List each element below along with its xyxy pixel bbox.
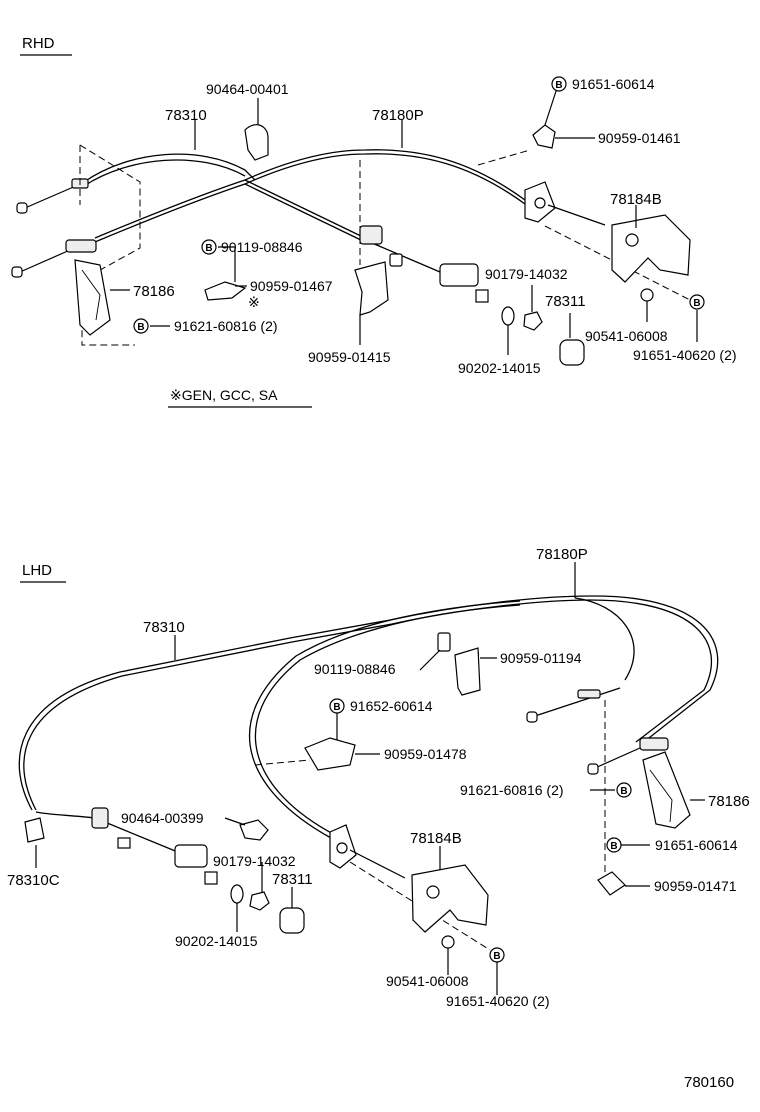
lhd-label-91621-60816: 91621-60816 (2)	[460, 782, 564, 798]
rhd-label-78184B: 78184B	[610, 191, 662, 208]
lhd-clip-90464-00399	[239, 819, 269, 841]
lhd-cable-to-equalizer	[35, 811, 96, 819]
rhd-label-90959-01461: 90959-01461	[598, 130, 681, 146]
drawing-number: 780160	[684, 1074, 734, 1091]
lhd-section: LHD	[7, 546, 750, 1009]
rhd-label-90959-01415: 90959-01415	[308, 349, 391, 365]
rhd-rear-cable-78180P	[244, 149, 526, 201]
svg-text:B: B	[610, 841, 617, 852]
lhd-bolt-90541-06008	[441, 935, 455, 949]
lhd-label-78184B: 78184B	[410, 830, 462, 847]
rhd-bolt-mark-91651-60614: B	[551, 76, 567, 92]
rhd-clip-90959-01461	[532, 124, 556, 149]
svg-text:B: B	[555, 80, 562, 91]
rhd-front-cable-lower	[94, 179, 246, 239]
rhd-front-cable-78310	[83, 153, 256, 183]
rhd-label-90179-14032: 90179-14032	[485, 266, 568, 282]
svg-text:B: B	[620, 786, 627, 797]
rhd-label-78311: 78311	[545, 293, 586, 310]
lhd-label-90959-01471: 90959-01471	[654, 878, 737, 894]
rhd-equalizer-body	[439, 263, 479, 287]
rhd-label-78186: 78186	[133, 283, 175, 300]
rhd-clip-90464-00401	[244, 124, 269, 161]
lhd-knob-78311	[279, 907, 305, 934]
lhd-label-90202-14015: 90202-14015	[175, 933, 258, 949]
rhd-section: RHD	[11, 35, 737, 408]
lhd-clamp-90959-01194	[454, 647, 481, 696]
rhd-nut-90179-14032	[523, 311, 543, 331]
lhd-rear-cable-78180P	[389, 595, 719, 746]
rhd-clamp-90959-01415	[354, 261, 389, 316]
rhd-cable-end-upper	[16, 202, 28, 214]
lhd-label-91651-60614: 91651-60614	[655, 837, 738, 853]
lhd-label-90119-08846: 90119-08846	[314, 661, 396, 677]
rhd-bolt-90541-06008	[640, 288, 654, 302]
svg-text:B: B	[693, 298, 700, 309]
rhd-washer-90202-14015	[501, 306, 515, 326]
rhd-clamp-90959-01467	[204, 281, 247, 301]
lhd-label-78186: 78186	[708, 793, 750, 810]
rhd-bracket-78186	[74, 259, 111, 336]
lhd-bracket-78184B	[411, 864, 489, 933]
rhd-cable-end-lower	[11, 266, 23, 278]
lhd-bolt-mark-91621-60816: B	[616, 782, 632, 798]
lhd-cable-to-plate	[254, 604, 521, 836]
lhd-bolt-mark-91651-60614: B	[606, 837, 622, 853]
lhd-front-cable-78310	[18, 619, 391, 811]
lhd-section-title: LHD	[22, 562, 52, 579]
svg-text:B: B	[137, 322, 144, 333]
lhd-label-78311: 78311	[272, 871, 313, 888]
lhd-label-90541-06008: 90541-06008	[386, 973, 469, 989]
lhd-bolt-mark-91652-60614: B	[329, 698, 345, 714]
svg-text:B: B	[333, 702, 340, 713]
lhd-label-78180P: 78180P	[536, 546, 588, 563]
lhd-label-78310C: 78310C	[7, 872, 60, 889]
lhd-nut-90179-14032	[249, 891, 270, 911]
lhd-washer-90202-14015	[230, 884, 244, 904]
rhd-bolt-mark-91651-40620: B	[689, 294, 705, 310]
lhd-label-90959-01194: 90959-01194	[500, 650, 582, 666]
lhd-bracket-78310C	[24, 817, 45, 843]
lhd-label-91652-60614: 91652-60614	[350, 698, 433, 714]
lhd-label-91651-40620: 91651-40620 (2)	[446, 993, 550, 1009]
rhd-bolt-mark-91621-60816: B	[133, 318, 149, 334]
svg-text:B: B	[205, 243, 212, 254]
rhd-model-note: ※GEN, GCC, SA	[170, 387, 278, 403]
lhd-label-78310: 78310	[143, 619, 185, 636]
lhd-label-90179-14032: 90179-14032	[213, 853, 296, 869]
rhd-label-78180P: 78180P	[372, 107, 424, 124]
rhd-bracket-78184B	[611, 214, 691, 283]
lhd-bolt-90119-08846	[437, 632, 451, 652]
rhd-label-91651-40620: 91651-40620 (2)	[633, 347, 737, 363]
lhd-equalizer-body	[174, 844, 208, 868]
rhd-label-90202-14015: 90202-14015	[458, 360, 541, 376]
rhd-label-91621-60816: 91621-60816 (2)	[174, 318, 278, 334]
lhd-label-90464-00399: 90464-00399	[121, 810, 204, 826]
rhd-label-91651-60614: 91651-60614	[572, 76, 655, 92]
lhd-clip-90959-01471	[597, 871, 626, 896]
lhd-bracket-78186	[642, 751, 691, 829]
svg-text:B: B	[493, 951, 500, 962]
rhd-bolt-mark-90119-08846: B	[201, 239, 217, 255]
rhd-label-78310: 78310	[165, 107, 207, 124]
lhd-clamp-90959-01478	[304, 737, 356, 771]
lhd-bolt-mark-91651-40620: B	[489, 947, 505, 963]
rhd-knob-78311	[559, 339, 585, 366]
rhd-section-title: RHD	[22, 35, 55, 52]
lhd-label-90959-01478: 90959-01478	[384, 746, 467, 762]
rhd-label-90541-06008: 90541-06008	[585, 328, 668, 344]
rhd-label-90464-00401: 90464-00401	[206, 81, 289, 97]
rhd-label-90119-08846: 90119-08846	[221, 239, 303, 255]
rhd-note-mark: ※	[248, 294, 260, 310]
rhd-label-90959-01467: 90959-01467	[250, 278, 333, 294]
lhd-cable-end-lower	[587, 763, 599, 775]
lhd-cable-end-upper	[526, 711, 538, 723]
